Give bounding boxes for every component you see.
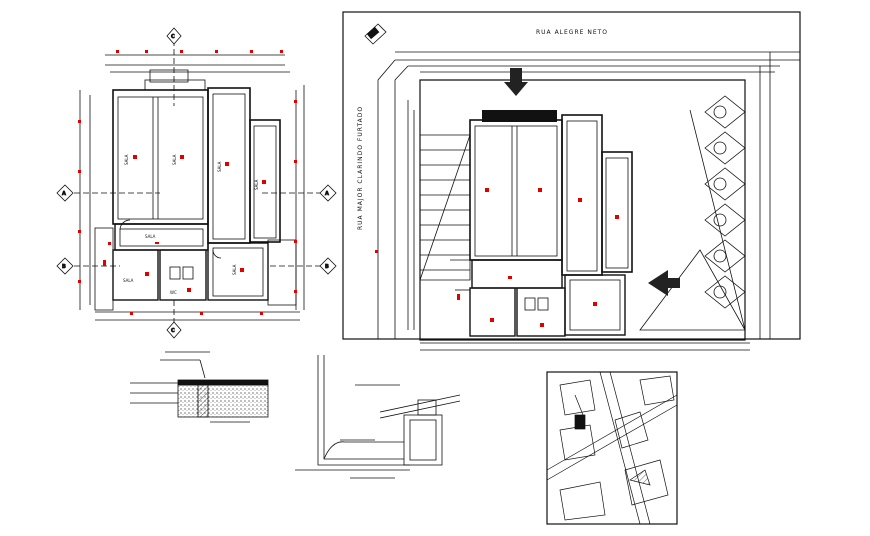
axis-bottom-label: C: [171, 328, 175, 334]
parking-stalls: [639, 95, 746, 331]
svg-text:SALA: SALA: [124, 154, 129, 165]
svg-text:SALA: SALA: [254, 179, 259, 190]
room-labels-left: SALA SALA SALA SALA SALA SALA WC SALA: [123, 154, 259, 295]
red-marks-site: [375, 188, 619, 327]
svg-text:SALA: SALA: [123, 278, 134, 283]
section-marker-icon: C C A A B B: [56, 27, 337, 339]
roof-bar: [482, 110, 557, 122]
floor-plan: [65, 40, 328, 330]
axis-right-a-label: A: [325, 191, 329, 197]
svg-text:SALA: SALA: [145, 234, 156, 239]
axis-left-a-label: A: [62, 191, 66, 197]
svg-text:SALA: SALA: [172, 154, 177, 165]
svg-text:SALA: SALA: [217, 161, 222, 172]
wall-section-detail: [295, 355, 461, 479]
north-arrow-icon: [364, 23, 387, 45]
location-map: [546, 371, 678, 525]
axis-top-label: C: [171, 34, 175, 40]
site-plan: [342, 11, 801, 351]
entrance-arrow-icon: [504, 68, 680, 296]
red-dimension-ticks: [78, 50, 297, 315]
street-top-label: RUA ALEGRE NETO: [536, 29, 608, 36]
street-left-label: RUA MAJOR CLARINDO FURTADO: [357, 106, 364, 230]
axis-left-b-label: B: [62, 264, 66, 270]
svg-text:WC: WC: [170, 290, 177, 295]
axis-right-b-label: B: [325, 264, 329, 270]
slab-detail: [130, 351, 269, 423]
svg-text:SALA: SALA: [232, 264, 237, 275]
